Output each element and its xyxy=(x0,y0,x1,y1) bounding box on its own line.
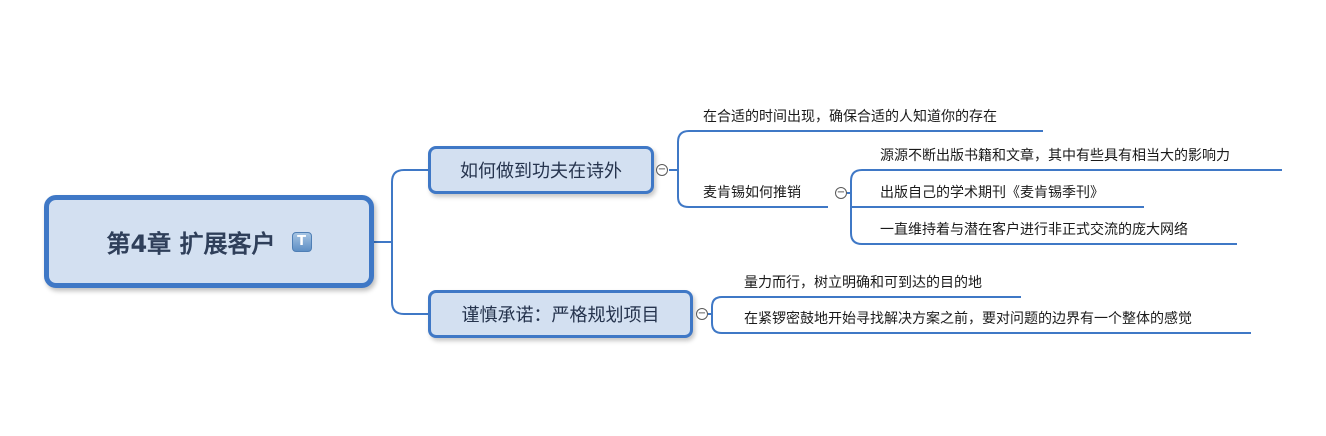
leaf-topic-1-2-3[interactable]: 一直维持着与潜在客户进行非正式交流的庞大网络 xyxy=(880,222,1188,238)
branch-topic-2-label: 谨慎承诺：严格规划项目 xyxy=(461,305,660,326)
leaf-topic-2-1[interactable]: 量力而行，树立明确和可到达的目的地 xyxy=(744,275,982,291)
branch-topic-2[interactable]: 谨慎承诺：严格规划项目 xyxy=(428,290,693,338)
collapse-toggle-branch-2[interactable]: − xyxy=(696,308,708,320)
sub-topic-1-2[interactable]: 麦肯锡如何推销 xyxy=(703,185,801,201)
connector-branch-2-leaf-1 xyxy=(708,296,1021,315)
collapse-toggle-sub-topic-1-2[interactable]: − xyxy=(835,187,847,199)
branch-topic-1[interactable]: 如何做到功夫在诗外 xyxy=(428,146,654,194)
connector-root-branch-1 xyxy=(374,169,428,243)
connector-subbranch-leaf-1 xyxy=(847,169,1282,194)
leaf-topic-2-2[interactable]: 在紧锣密鼓地开始寻找解决方案之前，要对问题的边界有一个整体的感觉 xyxy=(744,311,1192,327)
connector-branch-2-leaf-2 xyxy=(711,314,1251,334)
leaf-topic-1-2-1[interactable]: 源源不断出版书籍和文章，其中有些具有相当大的影响力 xyxy=(880,148,1230,164)
leaf-topic-1-1[interactable]: 在合适的时间出现，确保合适的人知道你的存在 xyxy=(703,109,997,125)
branch-topic-1-label: 如何做到功夫在诗外 xyxy=(460,161,622,182)
text-note-icon[interactable]: T xyxy=(291,231,312,252)
connector-branch-1-leaf-2 xyxy=(677,170,828,208)
root-topic[interactable]: 第4章 扩展客户 T xyxy=(44,195,374,288)
connector-subbranch-leaf-3 xyxy=(850,207,1237,245)
connector-branch-1-leaf-1 xyxy=(669,130,1043,171)
leaf-topic-1-2-2[interactable]: 出版自己的学术期刊《麦肯锡季刊》 xyxy=(880,185,1104,201)
collapse-toggle-branch-1[interactable]: − xyxy=(656,164,668,176)
root-topic-title: 第4章 扩展客户 xyxy=(106,230,276,258)
connector-root-branch-2 xyxy=(391,242,428,315)
